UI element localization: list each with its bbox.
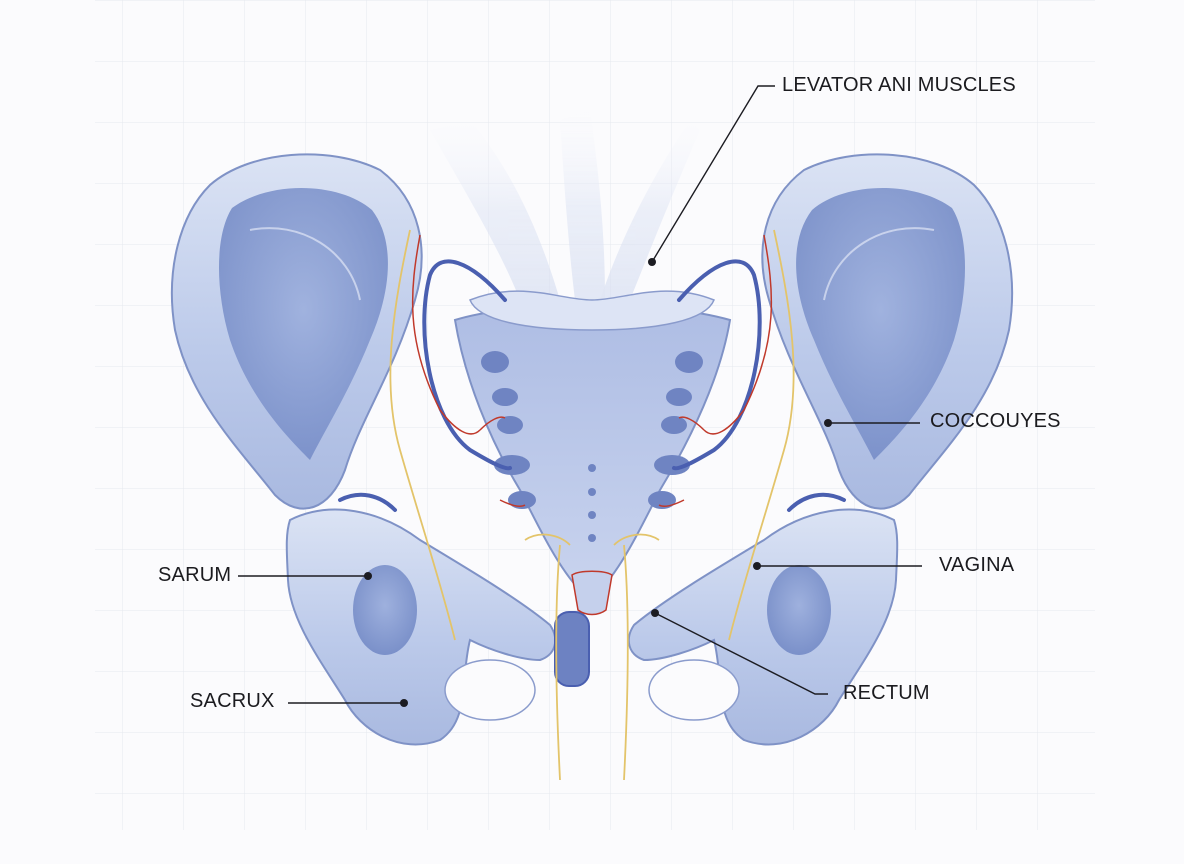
label-sacrux: SACRUX [190,690,275,712]
leader-lines [238,85,922,707]
upper-ligaments [430,110,700,300]
left-ischium-pubis [285,508,557,746]
sacral-foramina [481,351,703,542]
label-vagina: VAGINA [939,554,1015,576]
pubic-symphysis [554,611,590,687]
left-ilium [170,153,423,510]
coccyx [571,570,613,616]
label-levator-ani-muscles: LEVATOR ANI MUSCLES [782,74,1016,96]
label-coccouyes: COCCOUYES [930,410,1061,432]
label-sarum: SARUM [158,564,232,586]
arteries [411,234,773,507]
label-rectum: RECTUM [843,682,930,704]
sacrum [453,290,732,591]
right-ischium-pubis [627,508,899,746]
right-ilium [761,153,1014,510]
veins [338,259,846,512]
nerves [389,229,795,781]
